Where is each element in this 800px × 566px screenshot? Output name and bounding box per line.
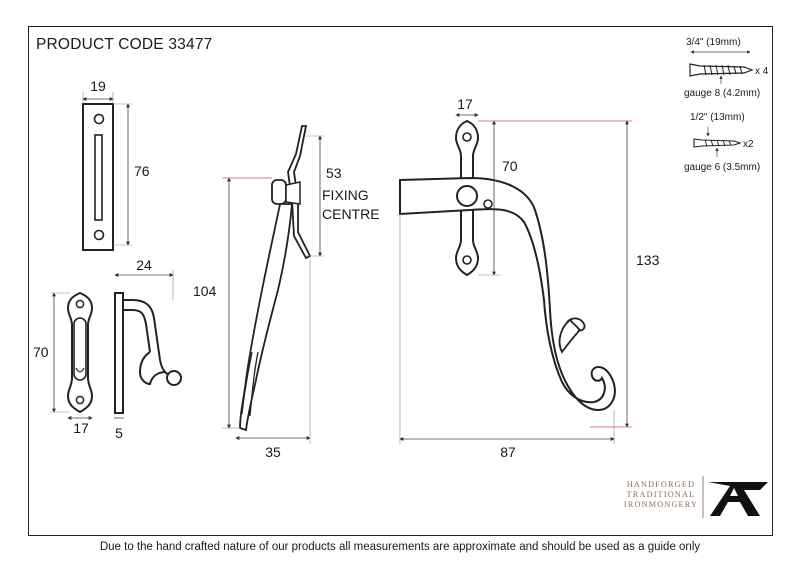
backplate-width-label: 17 xyxy=(457,96,473,112)
hook-plate-front xyxy=(66,291,94,414)
large-screw-icon xyxy=(689,50,754,84)
backplate-height-label: 70 xyxy=(502,158,518,174)
pear-drop-handle xyxy=(399,176,616,411)
fixing-centre-dimension xyxy=(306,135,324,257)
hook-projection-label: 24 xyxy=(136,257,152,273)
large-screw-qty-label: x 4 xyxy=(755,66,769,77)
hook-plate-height-label: 70 xyxy=(33,344,49,360)
handle-side-height-label: 104 xyxy=(193,283,217,299)
hook-plate-width-label: 17 xyxy=(73,420,89,436)
large-screw-length-label: 3/4" (19mm) xyxy=(686,37,741,48)
hook-projection-dimension xyxy=(114,270,174,300)
keep-width-label: 19 xyxy=(90,78,106,94)
handle-side-depth-label: 35 xyxy=(265,444,281,460)
brand-wordmark: HANDFORGED TRADITIONAL IRONMONGERY xyxy=(622,480,700,510)
large-screw-gauge-label: gauge 8 (4.2mm) xyxy=(684,88,760,99)
brand-line-1: HANDFORGED xyxy=(626,480,696,489)
drawing-frame xyxy=(28,26,773,536)
hook-plate-height-dimension xyxy=(50,292,70,413)
keep-width-dimension xyxy=(82,92,114,104)
brand-line-2: TRADITIONAL xyxy=(626,490,696,499)
small-screw-gauge-label: gauge 6 (3.5mm) xyxy=(684,162,760,173)
fixing-label-line1: FIXING xyxy=(322,187,369,203)
product-code-title: PRODUCT CODE 33477 xyxy=(36,36,213,53)
backplate-height-dimension xyxy=(478,120,632,276)
handle-length-label: 87 xyxy=(500,444,516,460)
handle-length-dimension xyxy=(399,214,615,444)
brand-line-3: IRONMONGERY xyxy=(623,500,699,509)
keep-plate xyxy=(82,103,114,251)
anvil-letter-a-logo xyxy=(702,476,768,518)
footer-disclaimer: Due to the hand crafted nature of our pr… xyxy=(99,541,701,553)
fixing-label-line2: CENTRE xyxy=(322,206,380,222)
hook-thickness-label: 5 xyxy=(115,425,123,441)
handle-side-view xyxy=(239,125,312,432)
small-screw-icon xyxy=(693,127,742,157)
fixing-centre-value-label: 53 xyxy=(326,165,342,181)
handle-height-label: 133 xyxy=(636,252,660,268)
keep-height-label: 76 xyxy=(134,163,150,179)
small-screw-length-label: 1/2" (13mm) xyxy=(690,112,745,123)
hook-side-view xyxy=(114,292,182,414)
keep-height-dimension xyxy=(113,103,132,246)
handle-side-height-dimension xyxy=(222,177,272,429)
small-screw-qty-label: x2 xyxy=(743,139,754,150)
handle-side-depth-dimension xyxy=(235,260,311,444)
handle-height-dimension xyxy=(590,120,632,428)
